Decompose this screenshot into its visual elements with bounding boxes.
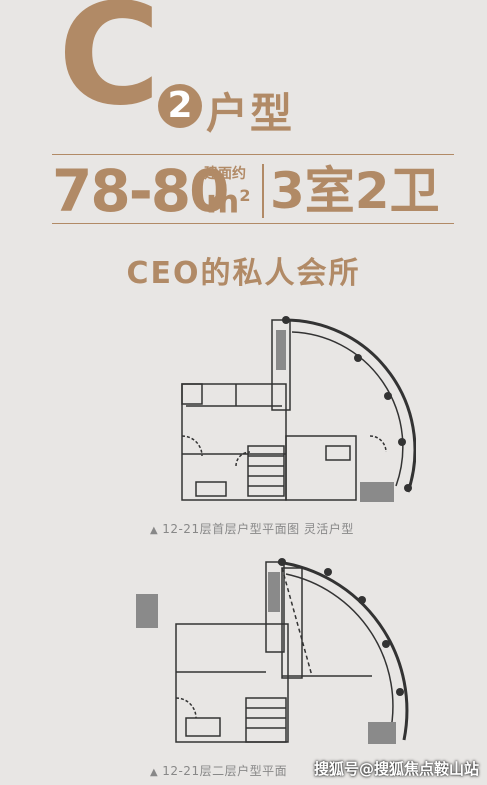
- caption-text: 12-21层首层户型平面图 灵活户型: [162, 522, 354, 536]
- area-unit-base: m: [206, 182, 240, 221]
- unit-number-badge: 2: [158, 84, 202, 128]
- area-unit-sup: 2: [239, 186, 251, 205]
- area-value: 78-80: [52, 157, 229, 225]
- bottom-rule: [52, 223, 454, 224]
- watermark: 搜狐号@搜狐焦点鞍山站: [313, 760, 479, 778]
- top-rule: [52, 154, 454, 155]
- floor-plan-ground: [181, 316, 416, 502]
- triangle-up-icon: ▲: [150, 767, 159, 778]
- area-unit: m2: [206, 176, 250, 222]
- spec-divider: [262, 164, 264, 218]
- unit-letter: C: [58, 0, 161, 137]
- floor-plan-second-caption: ▲12-21层二层户型平面: [150, 762, 287, 779]
- area-note: 建面约: [204, 166, 246, 182]
- caption-text: 12-21层二层户型平面: [162, 764, 288, 778]
- floor-plan-second: [136, 558, 409, 744]
- triangle-up-icon: ▲: [150, 525, 159, 536]
- room-count: 3室2卫: [270, 162, 440, 220]
- unit-type-label: 户型: [206, 89, 295, 138]
- floor-plan-ground-caption: ▲12-21层首层户型平面图 灵活户型: [150, 520, 354, 537]
- slogan: CEO的私人会所: [126, 256, 361, 291]
